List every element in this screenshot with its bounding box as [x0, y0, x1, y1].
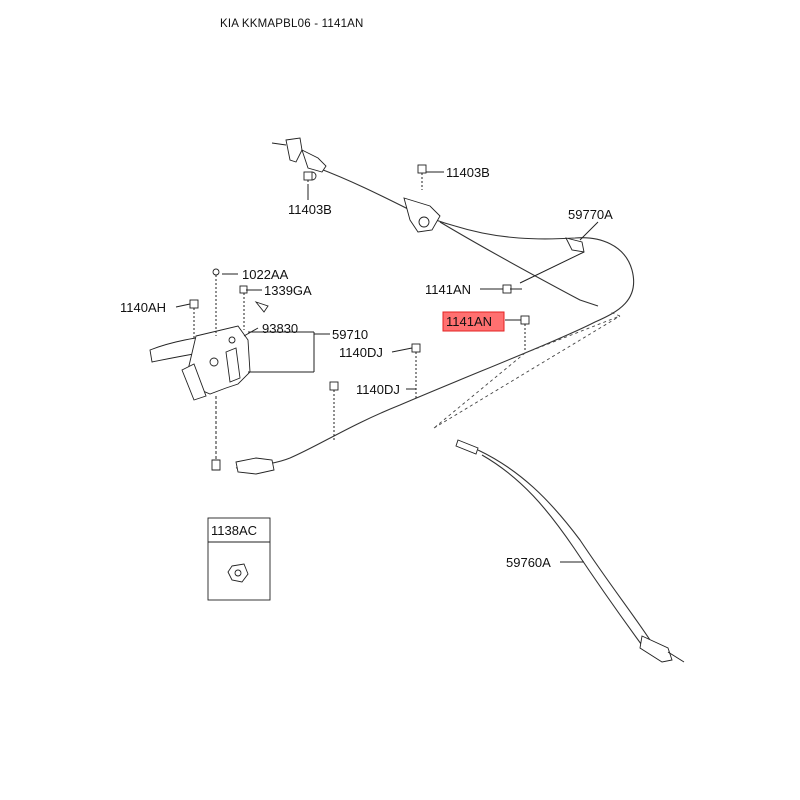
label-1141AN: 1141AN	[425, 282, 471, 297]
label-1339GA: 1339GA	[264, 283, 312, 298]
rear-cable-59760A	[455, 439, 685, 663]
label-59760A: 59760A	[506, 555, 551, 570]
bolt-1140AH	[189, 299, 199, 309]
fastener-bolts	[189, 164, 530, 440]
label-1141AN-selected[interactable]: 1141AN	[446, 314, 492, 329]
label-59770A: 59770A	[568, 207, 613, 222]
parking-brake-lever-assembly	[149, 325, 275, 475]
bolt-1140DJ-b	[329, 381, 339, 391]
inset-label: 1138AC	[211, 523, 257, 538]
bolt-1140DJ-a	[411, 343, 421, 353]
bolt-11403B-left	[303, 171, 313, 181]
leader-lines	[175, 171, 599, 563]
inset-1138AC: 1138AC	[207, 517, 271, 601]
label-93830: 93830	[262, 321, 298, 336]
bolt-11403B-top	[417, 164, 427, 174]
diagram-title: KIA KKMAPBL06 - 1141AN	[220, 18, 364, 30]
label-11403B-top: 11403B	[446, 165, 490, 180]
clip-93830	[254, 301, 269, 313]
label-59710: 59710	[332, 327, 368, 342]
label-1140AH: 1140AH	[120, 300, 166, 315]
bolt-1022AA	[212, 268, 220, 276]
label-1140DJ-b: 1140DJ	[356, 382, 400, 397]
rear-cable-reference-dash	[433, 311, 622, 429]
bolt-1141AN	[502, 284, 512, 294]
bolt-1141AN-selected	[520, 315, 530, 325]
selected-part-highlight	[442, 311, 505, 332]
upper-cable-bracket	[271, 137, 441, 233]
nut-1339GA	[239, 285, 248, 294]
label-1022AA: 1022AA	[242, 267, 289, 282]
label-1140DJ-a: 1140DJ	[339, 345, 383, 360]
label-11403B-left: 11403B	[288, 202, 332, 217]
front-cable-59770A	[235, 167, 635, 469]
